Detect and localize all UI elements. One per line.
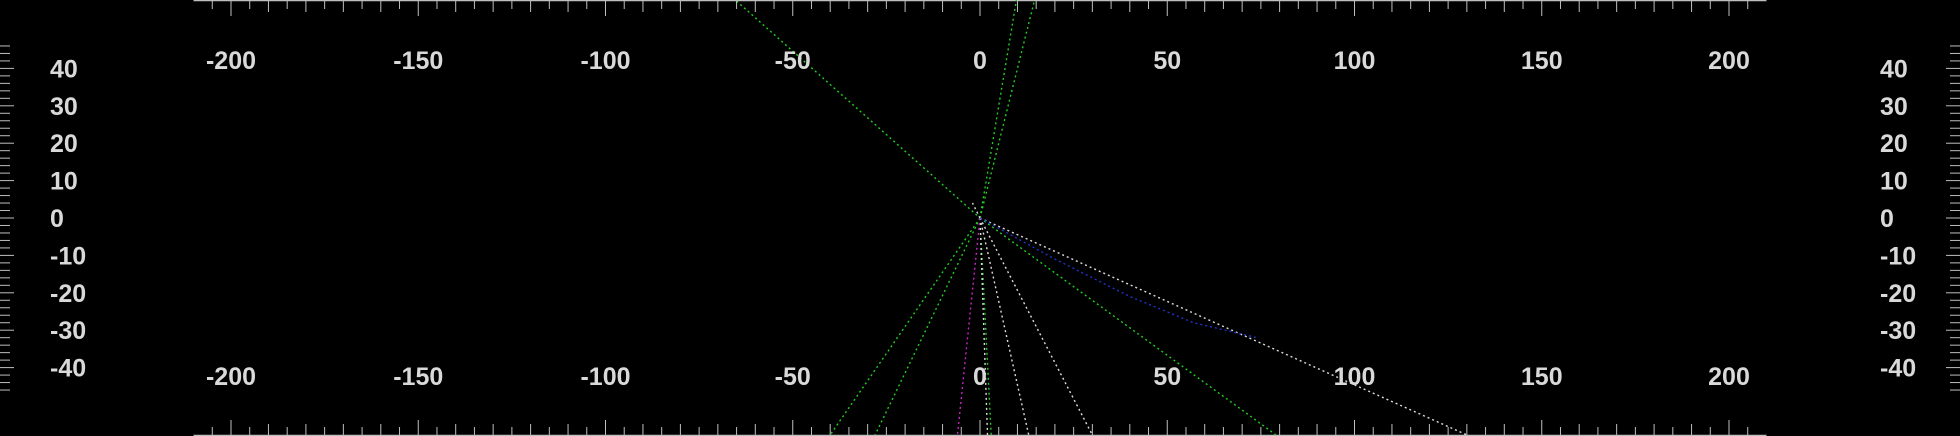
- x-tick-label-bottom: 200: [1708, 363, 1750, 391]
- tick-label-layer: -200-200-150-150-100-100-50-500050501001…: [50, 47, 1916, 391]
- y-tick-label-left: -10: [50, 242, 86, 270]
- y-tick-label-right: 20: [1880, 130, 1908, 158]
- series-line-6: [979, 217, 1277, 436]
- series-line-12: [971, 202, 981, 219]
- y-tick-label-right: 0: [1880, 205, 1894, 233]
- series-line-8: [979, 217, 1468, 436]
- x-tick-label-bottom: 0: [973, 363, 987, 391]
- y-tick-label-left: 0: [50, 205, 64, 233]
- x-tick-label-bottom: 100: [1334, 363, 1376, 391]
- x-tick-label-top: -150: [393, 47, 443, 75]
- x-tick-label-top: 100: [1334, 47, 1376, 75]
- series-line-11: [979, 217, 989, 435]
- y-tick-label-left: 30: [50, 93, 78, 121]
- series-line-10: [979, 217, 1093, 436]
- y-tick-label-left: -40: [50, 355, 86, 383]
- y-tick-label-left: 40: [50, 55, 78, 83]
- series-line-13: [956, 217, 981, 435]
- y-tick-label-right: -20: [1880, 280, 1916, 308]
- x-tick-label-top: -200: [206, 47, 256, 75]
- x-tick-label-top: -50: [775, 47, 811, 75]
- x-tick-label-bottom: -150: [393, 363, 443, 391]
- series-line-2: [979, 0, 1018, 219]
- series-line-3: [979, 0, 1036, 219]
- y-tick-label-right: 40: [1880, 55, 1908, 83]
- x-tick-label-top: 200: [1708, 47, 1750, 75]
- y-tick-label-left: 20: [50, 130, 78, 158]
- x-tick-label-bottom: -100: [580, 363, 630, 391]
- y-tick-label-right: 30: [1880, 93, 1908, 121]
- y-tick-label-left: -20: [50, 280, 86, 308]
- y-tick-label-right: -10: [1880, 242, 1916, 270]
- x-tick-label-top: 0: [973, 47, 987, 75]
- x-tick-label-bottom: 50: [1153, 363, 1181, 391]
- x-tick-label-top: 50: [1153, 47, 1181, 75]
- y-tick-label-left: -30: [50, 317, 86, 345]
- x-tick-label-bottom: -50: [775, 363, 811, 391]
- series-line-7: [979, 217, 992, 435]
- series-line-5: [874, 217, 981, 436]
- x-tick-label-bottom: 150: [1521, 363, 1563, 391]
- series-line-14: [979, 217, 1258, 339]
- y-tick-label-left: 10: [50, 168, 78, 196]
- y-tick-label-right: 10: [1880, 168, 1908, 196]
- series-line-9: [979, 217, 1030, 436]
- x-tick-label-top: 150: [1521, 47, 1563, 75]
- series-line-1: [736, 0, 981, 219]
- series-line-4: [829, 217, 981, 436]
- y-tick-label-right: -30: [1880, 317, 1916, 345]
- y-tick-label-right: -40: [1880, 355, 1916, 383]
- x-tick-label-bottom: -200: [206, 363, 256, 391]
- x-tick-label-top: -100: [580, 47, 630, 75]
- series-layer: [736, 0, 1468, 436]
